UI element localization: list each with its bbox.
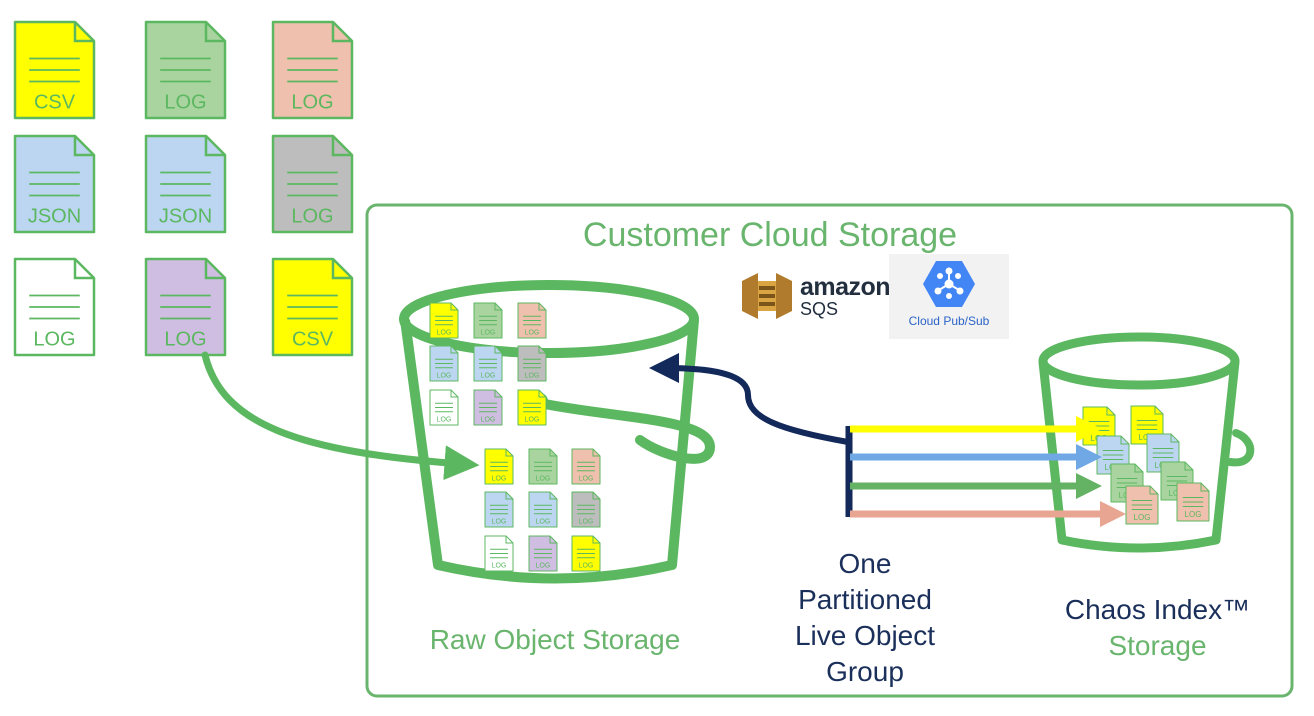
mini-file-icon: LOG xyxy=(429,389,459,426)
live-object-group-label: One Partitioned Live Object Group xyxy=(760,546,970,690)
mini-file-icon: LOG xyxy=(528,448,558,485)
mini-file-icon: LOG xyxy=(571,535,601,572)
mini-file-icon-label: LOG xyxy=(492,563,507,570)
chaos-file-icon-label: LOG xyxy=(1185,510,1202,519)
mini-file-icon: LOG xyxy=(473,345,503,382)
cloud-pubsub-icon xyxy=(923,261,975,307)
chaos-file-icon: LOG xyxy=(1125,485,1159,525)
group-label-line: Partitioned xyxy=(798,584,932,615)
mini-file-icon: LOG xyxy=(429,302,459,339)
partition-arrow xyxy=(850,473,1102,499)
customer-cloud-storage-title: Customer Cloud Storage xyxy=(582,216,958,254)
source-file-icon: JSON xyxy=(144,134,227,234)
mini-file-icon: LOG xyxy=(517,302,547,339)
source-file-icon-label: CSV xyxy=(34,91,76,113)
mini-file-icon-label: LOG xyxy=(437,330,452,337)
partition-arrow xyxy=(850,416,1102,442)
amazon-sqs-icon xyxy=(742,273,792,319)
mini-file-icon-label: LOG xyxy=(579,519,594,526)
source-file-icon-label: LOG xyxy=(291,91,333,113)
source-file-icon-label: CSV xyxy=(292,328,334,350)
chaos-index-storage-label: Chaos Index™ Storage xyxy=(1040,592,1275,664)
mini-file-icon: LOG xyxy=(517,345,547,382)
mini-file-icon-label: LOG xyxy=(481,417,496,424)
mini-file-icon: LOG xyxy=(429,345,459,382)
raw-object-storage-label: Raw Object Storage xyxy=(429,624,681,655)
source-file-icon-label: LOG xyxy=(164,91,206,113)
mini-file-icon: LOG xyxy=(484,491,514,528)
mini-file-icon: LOG xyxy=(484,535,514,572)
partition-arrow xyxy=(850,501,1126,527)
sqs-brand-text: amazon xyxy=(800,273,891,301)
mini-file-icon-label: LOG xyxy=(536,563,551,570)
source-file-icon: LOG xyxy=(144,257,227,357)
mini-file-icon: LOG xyxy=(571,448,601,485)
mini-file-icon-label: LOG xyxy=(525,330,540,337)
live-object-group-arrow xyxy=(649,353,851,445)
partition-arrows xyxy=(850,416,1126,527)
sqs-service-text: SQS xyxy=(800,299,839,319)
source-files-grid: CSV LOG LOG JSON JSON LOG LOG LOG CSV xyxy=(13,20,354,357)
source-file-icon: JSON xyxy=(13,134,96,234)
mini-file-icon-label: LOG xyxy=(492,519,507,526)
pubsub-caption: Cloud Pub/Sub xyxy=(908,314,990,328)
mini-file-icon-label: LOG xyxy=(536,519,551,526)
mini-file-icon-label: LOG xyxy=(437,417,452,424)
mini-file-icon: LOG xyxy=(473,389,503,426)
mini-file-icon: LOG xyxy=(571,491,601,528)
chaos-file-icon-label: LOG xyxy=(1134,513,1151,522)
ingest-arrow xyxy=(201,351,480,481)
chaos-index-label-line1: Chaos Index™ xyxy=(1064,594,1251,625)
source-file-icon-label: JSON xyxy=(28,205,81,227)
mini-file-icon-label: LOG xyxy=(481,373,496,380)
cloud-pubsub-logo: Cloud Pub/Sub xyxy=(889,254,1009,339)
group-label-line: Live Object xyxy=(794,620,936,651)
group-label-line: One xyxy=(838,548,892,579)
mini-file-icon: LOG xyxy=(517,389,547,426)
mini-file-icon-label: LOG xyxy=(525,417,540,424)
mini-file-icon-label: LOG xyxy=(579,563,594,570)
raw-bucket-files-lower: LOG LOG LOG LOG LOG LOG LOG LOG LOG xyxy=(484,448,601,572)
source-file-icon: LOG xyxy=(271,20,354,120)
mini-file-icon-label: LOG xyxy=(525,373,540,380)
chaos-index-label-line2: Storage xyxy=(1108,630,1207,661)
source-file-icon-label: LOG xyxy=(291,205,333,227)
source-file-icon: LOG xyxy=(144,20,227,120)
mini-file-icon-label: LOG xyxy=(579,476,594,483)
amazon-sqs-logo: amazon SQS xyxy=(736,265,891,327)
mini-file-icon: LOG xyxy=(528,491,558,528)
source-file-icon: CSV xyxy=(13,20,96,120)
source-file-icon-label: LOG xyxy=(164,328,206,350)
source-file-icon: LOG xyxy=(13,257,96,357)
source-file-icon: CSV xyxy=(271,257,354,357)
group-label-line: Group xyxy=(826,656,904,687)
mini-file-icon: LOG xyxy=(528,535,558,572)
chaos-file-icon: LOG xyxy=(1176,482,1210,522)
mini-file-icon: LOG xyxy=(484,448,514,485)
source-file-icon-label: LOG xyxy=(33,328,75,350)
partition-arrow xyxy=(850,444,1102,470)
raw-bucket-files-upper: LOG LOG LOG LOG LOG LOG LOG LOG LOG xyxy=(429,302,547,426)
mini-file-icon: LOG xyxy=(473,302,503,339)
mini-file-icon-label: LOG xyxy=(492,476,507,483)
mini-file-icon-label: LOG xyxy=(437,373,452,380)
mini-file-icon-label: LOG xyxy=(481,330,496,337)
source-file-icon-label: JSON xyxy=(159,205,212,227)
source-file-icon: LOG xyxy=(271,134,354,234)
mini-file-icon-label: LOG xyxy=(536,476,551,483)
